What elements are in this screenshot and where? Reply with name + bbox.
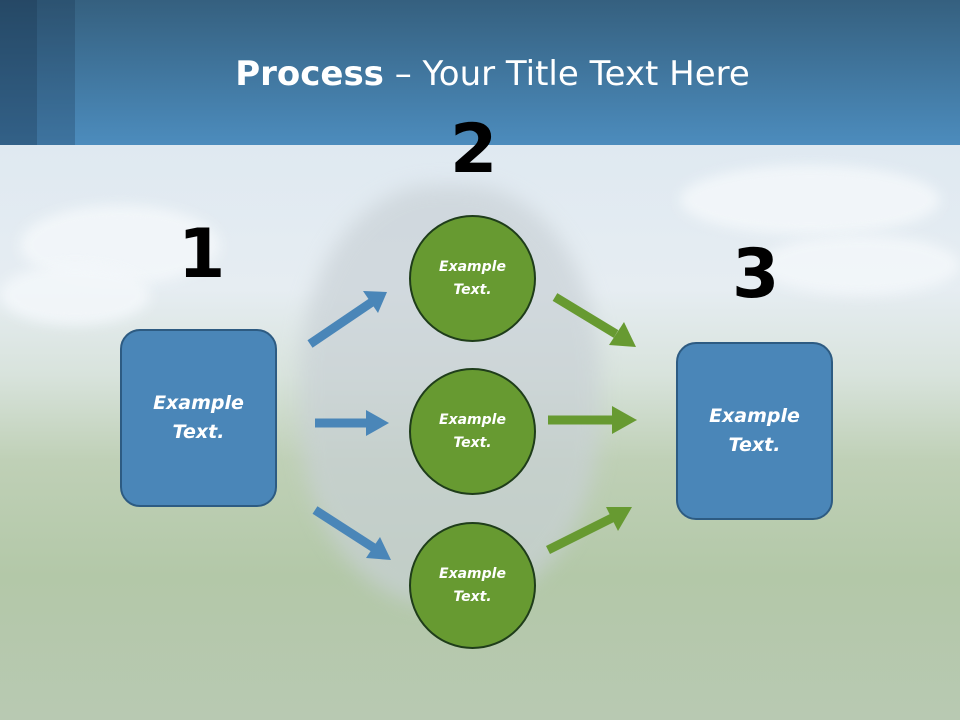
arrowhead	[606, 507, 632, 531]
step-number-1: 1	[178, 215, 226, 294]
decorative-strip	[37, 0, 75, 145]
arrow-blue-down	[312, 506, 377, 552]
step-number-2: 2	[450, 110, 498, 189]
arrow-green-up	[545, 513, 615, 555]
arrow-green-down	[552, 293, 619, 338]
arrowhead	[612, 406, 637, 434]
arrowhead	[363, 291, 387, 313]
arrowhead	[609, 322, 636, 347]
slide-title: Process – Your Title Text Here	[235, 54, 750, 94]
decorative-strip	[0, 0, 37, 145]
arrowhead	[366, 537, 391, 560]
title-bar: Process – Your Title Text Here	[0, 0, 960, 145]
arrowhead	[366, 410, 389, 436]
arrow-blue-up	[307, 298, 375, 348]
step-number-3: 3	[732, 235, 780, 314]
